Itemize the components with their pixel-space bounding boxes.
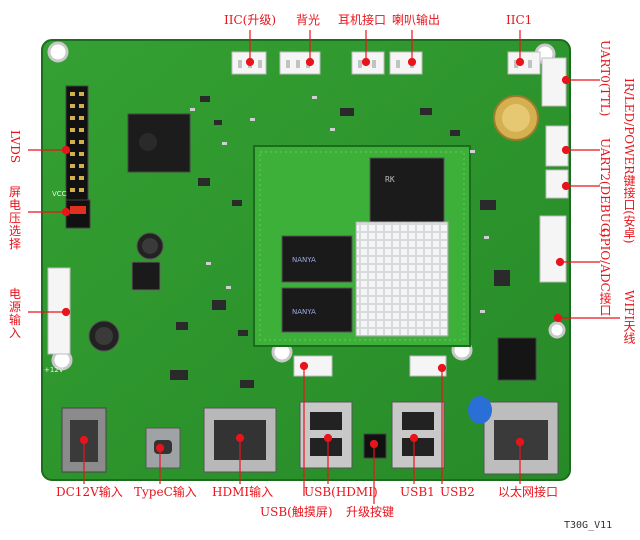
soc-chip: [369, 157, 445, 223]
label-uart2: UART2(DEBUG): [598, 138, 612, 238]
label-usb-hdmi: USB(HDMI): [304, 485, 378, 499]
label-iic-upgrade: IIC(升级): [224, 13, 277, 27]
label-hdmi-in: HDMI输入: [212, 485, 274, 499]
connector-usb-touch-header: [293, 355, 333, 377]
label-upgrade-key: 升级按键: [346, 505, 395, 519]
label-screen-voltage: 屏电压选择: [8, 185, 21, 251]
label-usb2: USB2: [440, 485, 475, 499]
label-dc12v: DC12V输入: [56, 485, 123, 499]
left-processor-chip: [127, 113, 191, 173]
label-earphone: 耳机接口: [338, 13, 387, 27]
memory-chip-2: [281, 287, 353, 333]
label-ir-led-power: IR/LED/POWER键接口(安卓): [622, 78, 636, 244]
heatsink: [355, 221, 449, 337]
connector-uart0: [541, 57, 567, 107]
label-speaker: 喇叭输出: [392, 13, 441, 27]
connector-iic1: [507, 51, 541, 75]
label-usb1: USB1: [400, 485, 435, 499]
memory-chip-mark-1: NANYA: [292, 256, 316, 264]
label-power-input: 电源输入: [8, 287, 21, 340]
label-gpio-adc: GPIO/ADC接口: [598, 228, 612, 316]
right-chip: [497, 337, 537, 381]
label-backlight: 背光: [296, 13, 321, 27]
label-uart0: UART0(TTL): [598, 40, 612, 117]
label-ethernet: 以太网接口: [498, 485, 559, 499]
label-wifi-antenna: WIFI天线: [622, 290, 636, 345]
label-lvds: LVDS: [8, 130, 22, 164]
connector-ir-led-power: [545, 125, 569, 167]
memory-chip-1: [281, 235, 353, 283]
memory-chip-mark-2: NANYA: [292, 308, 316, 316]
connector-speaker: [389, 51, 423, 75]
plus12v-silk: +12V: [44, 366, 64, 374]
connector-usb2-header: [409, 355, 447, 377]
label-iic1: IIC1: [506, 13, 533, 27]
label-usb-touch: USB(触摸屏): [260, 505, 333, 519]
vcc-silk: VCC: [52, 190, 67, 198]
pointer-markers: [28, 30, 620, 504]
label-typec: TypeC输入: [134, 485, 197, 499]
inductor: [131, 261, 161, 291]
connector-power-input: [47, 267, 71, 355]
port-usb1: [391, 401, 445, 469]
board-model: T30G_V11: [564, 520, 613, 531]
blue-capacitor: [468, 396, 492, 424]
soc-chip-mark: RK: [385, 175, 395, 184]
connector-gpio-adc: [539, 215, 567, 283]
